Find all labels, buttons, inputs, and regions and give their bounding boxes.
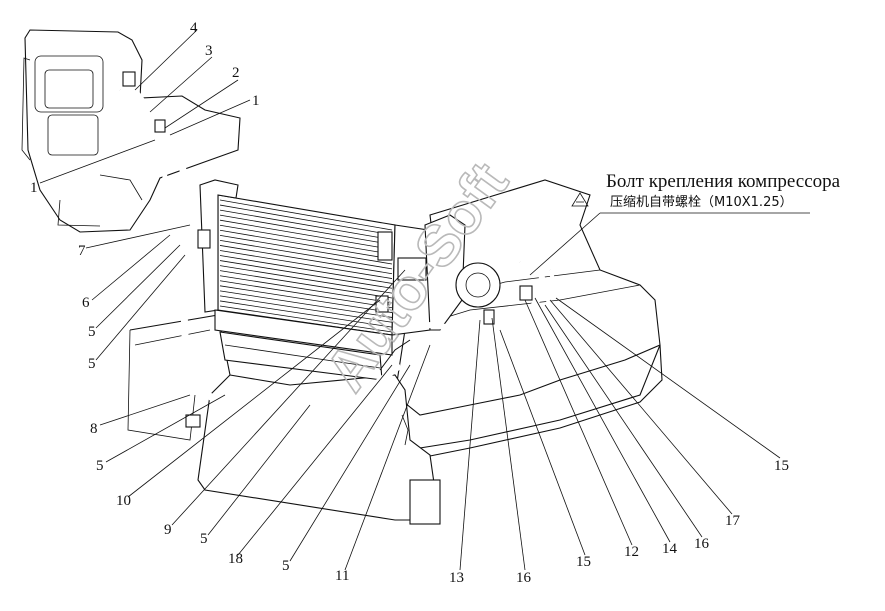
leader-line xyxy=(169,99,251,136)
condenser-fins xyxy=(219,199,393,333)
callout-label: 8 xyxy=(90,421,98,437)
leader-line xyxy=(549,299,733,515)
leader-line xyxy=(134,29,198,91)
condenser-fin xyxy=(219,234,393,265)
annotation-title-cn: 压缩机自带螺栓（M10X1.25） xyxy=(610,194,793,210)
condenser-fin xyxy=(219,224,393,255)
callout-label: 16 xyxy=(516,570,532,586)
condenser-fin xyxy=(219,305,393,333)
condenser-fin xyxy=(219,270,393,299)
leader-line xyxy=(127,299,381,498)
leader-line xyxy=(524,299,633,546)
leader-line xyxy=(164,79,239,129)
fan-shroud xyxy=(424,214,501,331)
condenser-fin xyxy=(219,300,393,328)
callout-label: 15 xyxy=(774,458,789,474)
callout-label: 5 xyxy=(88,356,96,372)
callout-label: 5 xyxy=(96,458,104,474)
condenser-fin xyxy=(219,280,393,309)
callout-label: 16 xyxy=(694,536,710,552)
body-panel-left xyxy=(21,29,241,233)
callout-label: 17 xyxy=(725,513,741,529)
condenser-fin xyxy=(219,275,393,304)
condenser-fin xyxy=(219,250,393,279)
leader-line xyxy=(534,297,671,543)
leader-line xyxy=(39,139,156,184)
condenser-fin xyxy=(219,285,393,313)
callout-label: 1 xyxy=(252,93,260,109)
condenser-fin xyxy=(219,255,393,284)
callout-label: 5 xyxy=(88,324,96,340)
leader-line xyxy=(344,344,431,571)
leader-line xyxy=(459,319,481,571)
callout-label: 14 xyxy=(662,541,678,557)
condenser-fin xyxy=(219,214,393,245)
callout-label: 12 xyxy=(624,544,639,560)
callout-label: 2 xyxy=(232,65,240,81)
leader-line xyxy=(544,304,703,538)
leader-line xyxy=(555,297,781,459)
callout-label: 1 xyxy=(30,180,38,196)
leader-line xyxy=(85,224,191,249)
condenser-fin xyxy=(219,245,393,275)
leader-line xyxy=(105,394,226,463)
condenser-fin xyxy=(219,199,393,231)
condenser-fin xyxy=(219,260,393,289)
condenser-fin xyxy=(219,209,393,241)
callout-label: 6 xyxy=(82,295,90,311)
leader-line xyxy=(207,404,311,536)
leader-line xyxy=(289,364,411,562)
leader-line xyxy=(237,364,393,556)
callout-label: 11 xyxy=(335,568,349,584)
condenser-fin xyxy=(219,229,393,260)
leader-line xyxy=(171,269,406,526)
compressor-bolt-annotation: Болт крепления компрессора 压缩机自带螺栓（M10X1… xyxy=(529,171,841,276)
leader-line xyxy=(95,244,181,329)
condenser-fin xyxy=(219,239,393,270)
callout-label: 9 xyxy=(164,522,172,538)
callout-label: 4 xyxy=(190,20,198,36)
callout-label: 5 xyxy=(282,558,290,574)
callout-label: 7 xyxy=(78,243,86,259)
leader-line xyxy=(499,329,586,556)
leader-line xyxy=(99,394,191,426)
leader-line xyxy=(491,317,526,571)
callout-label: 18 xyxy=(228,551,243,567)
warning-triangle-icon xyxy=(571,192,589,207)
leader-line xyxy=(95,254,186,361)
callout-label: 13 xyxy=(449,570,464,586)
condenser-fin xyxy=(219,265,393,294)
callout-label: 15 xyxy=(576,554,591,570)
condenser-fin xyxy=(219,204,393,236)
callout-label: 3 xyxy=(205,43,213,59)
callout-label: 5 xyxy=(200,531,208,547)
leader-line xyxy=(149,56,213,113)
condenser-fin xyxy=(219,219,393,250)
condenser-fin xyxy=(219,295,393,323)
condenser xyxy=(199,179,431,381)
annotation-title-ru: Болт крепления компрессора xyxy=(606,171,841,192)
callout-label: 10 xyxy=(116,493,131,509)
ac-pipes xyxy=(118,71,558,428)
leader-line xyxy=(91,234,171,301)
